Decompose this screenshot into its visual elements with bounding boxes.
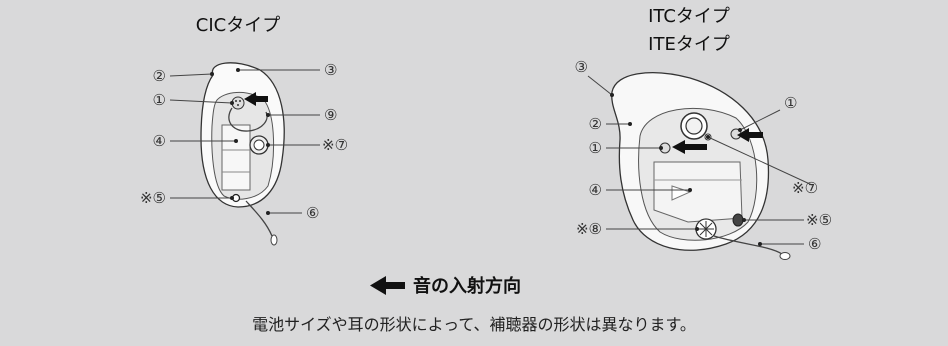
ite-label-4: ④	[589, 181, 602, 199]
cic-label-1: ①	[153, 91, 166, 109]
cic-label-3: ③	[324, 61, 337, 79]
cic-label-5: ※⑤	[140, 189, 166, 207]
cic-label-4: ④	[153, 132, 166, 150]
ite-label-3: ③	[575, 58, 588, 76]
ite-label-7: ※⑦	[792, 179, 818, 197]
cic-label-6: ⑥	[306, 204, 319, 222]
cic-label-2: ②	[153, 67, 166, 85]
ite-leader-lines	[587, 75, 813, 246]
legend-label: 音の入射方向	[413, 275, 521, 297]
cic-leader-lines	[169, 68, 320, 215]
ite-label-1-left: ①	[589, 139, 602, 157]
ite-label-5: ※⑤	[806, 211, 832, 229]
ite-vent	[732, 213, 744, 227]
ite-device	[611, 72, 791, 260]
ite-sound-arrow-left	[672, 140, 707, 154]
cic-label-7: ※⑦	[322, 136, 348, 154]
legend-arrow	[370, 276, 405, 295]
ite-label-1-right: ①	[784, 94, 797, 112]
footnote: 電池サイズや耳の形状によって、補聴器の形状は異なります。	[252, 315, 696, 334]
ite-sound-arrow-right	[737, 128, 763, 142]
cic-sound-arrow	[244, 92, 268, 106]
ite-title-line1: ITCタイプ	[648, 6, 730, 27]
ite-label-2: ②	[589, 115, 602, 133]
ite-label-8: ※⑧	[576, 220, 602, 238]
cic-label-9: ⑨	[324, 106, 337, 124]
ite-label-6: ⑥	[808, 235, 821, 253]
cic-device	[200, 62, 285, 246]
cic-title: CICタイプ	[196, 15, 280, 36]
ite-title-line2: ITEタイプ	[648, 34, 730, 55]
